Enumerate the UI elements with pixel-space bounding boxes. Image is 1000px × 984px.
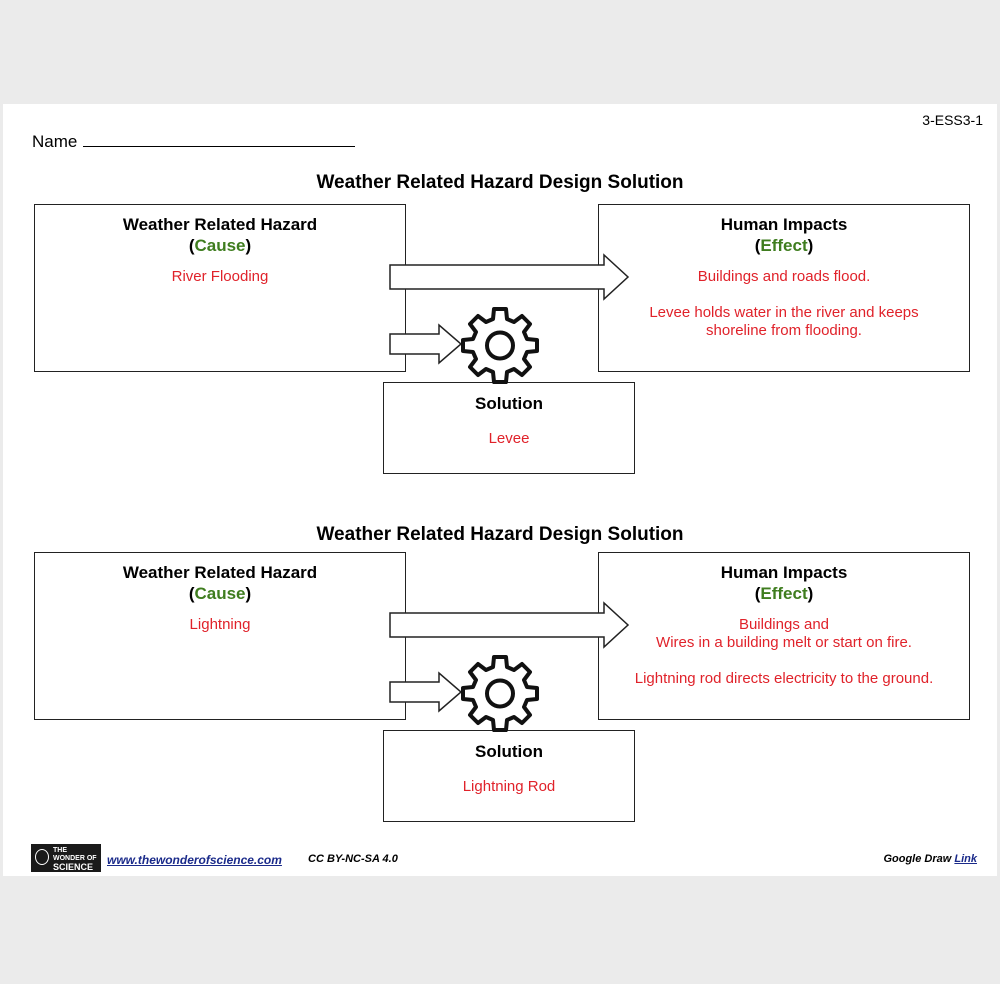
effect-answer-line: Buildings and roads flood. [697, 268, 871, 285]
effect-word: Effect [760, 236, 808, 255]
section-2-cause-box: Weather Related Hazard (Cause) Lightning [34, 552, 406, 720]
effect-answer-line: Lightning rod directs electricity to the… [634, 670, 934, 687]
cause-tag: (Cause) [188, 236, 252, 255]
effect-answer-line: Levee holds water in the river and keeps [649, 304, 919, 321]
cause-heading: Weather Related Hazard [122, 563, 318, 582]
google-draw-link[interactable]: Link [954, 853, 977, 865]
section-1-effect-box: Human Impacts (Effect) Buildings and roa… [598, 204, 970, 372]
effect-answer-line: Wires in a building melt or start on fir… [656, 634, 912, 651]
worksheet-page: 3-ESS3-1 Name Weather Related Hazard Des… [3, 104, 997, 876]
effect-answer-line: Buildings and [738, 616, 830, 633]
effect-tag: (Effect) [754, 584, 814, 603]
cause-to-effect-arrow [389, 253, 630, 301]
section-2-effect-box: Human Impacts (Effect) Buildings and Wir… [598, 552, 970, 720]
section-1-solution-box: Solution Levee [383, 382, 635, 474]
cause-to-solution-arrow [389, 323, 463, 365]
lightbulb-icon [35, 849, 49, 865]
standard-code: 3-ESS3-1 [922, 112, 983, 128]
name-line[interactable] [83, 130, 356, 147]
solution-answer: Lightning Rod [462, 778, 556, 795]
solution-heading: Solution [475, 742, 543, 761]
effect-word: Effect [760, 584, 808, 603]
section-1-cause-box: Weather Related Hazard (Cause) River Flo… [34, 204, 406, 372]
solution-answer: Levee [488, 430, 530, 447]
name-label: Name [32, 132, 78, 151]
cause-word: Cause [194, 236, 246, 255]
effect-heading: Human Impacts [720, 215, 848, 234]
cause-to-effect-arrow [389, 601, 630, 649]
effect-heading: Human Impacts [720, 563, 848, 582]
cause-tag: (Cause) [188, 584, 252, 603]
wonder-of-science-logo: THE WONDER OF SCIENCE [31, 844, 101, 872]
solution-heading: Solution [475, 394, 543, 413]
cause-to-solution-arrow [389, 671, 463, 713]
name-field[interactable]: Name [32, 130, 356, 152]
website-link[interactable]: www.thewonderofscience.com [107, 853, 282, 867]
section-2-solution-box: Solution Lightning Rod [383, 730, 635, 822]
section-2-title: Weather Related Hazard Design Solution [316, 524, 684, 545]
cause-heading: Weather Related Hazard [122, 215, 318, 234]
effect-answer-line: shoreline from flooding. [706, 322, 862, 339]
section-1-title: Weather Related Hazard Design Solution [316, 172, 684, 193]
license-text: CC BY-NC-SA 4.0 [308, 853, 398, 865]
cause-answer: Lightning [189, 616, 251, 633]
gear-icon [461, 655, 539, 732]
gear-icon [461, 307, 539, 384]
cause-answer: River Flooding [171, 268, 269, 285]
effect-tag: (Effect) [754, 236, 814, 255]
google-draw-credit: Google Draw Link [883, 853, 977, 865]
cause-word: Cause [194, 584, 246, 603]
